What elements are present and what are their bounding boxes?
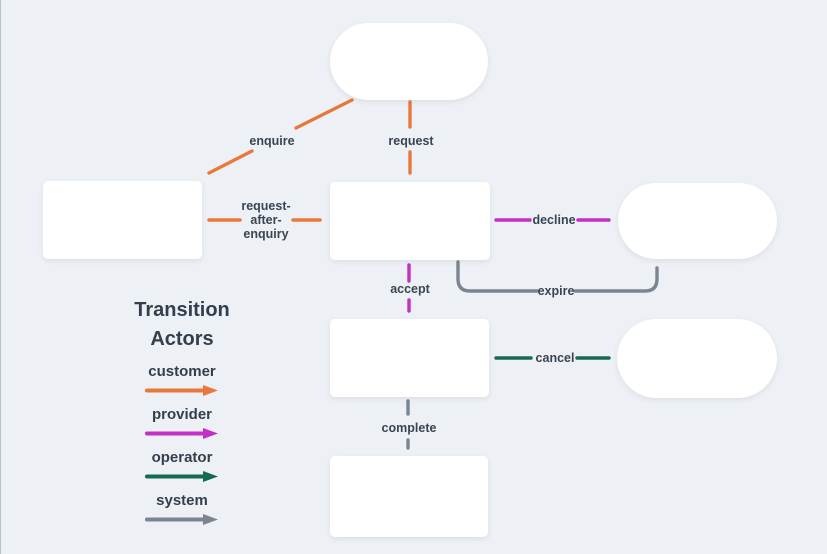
legend-item-operator: operator: [108, 449, 256, 483]
edge-expire-segment-a: [456, 260, 539, 293]
system-arrow-head: [203, 514, 218, 525]
legend-item-system: system: [108, 492, 256, 526]
legend-title-line-2: Actors: [150, 328, 214, 350]
legend: Transition Actors customer provider oper…: [108, 296, 256, 526]
edge-label-line-3: enquiry: [243, 227, 289, 241]
node-center-box: [330, 319, 489, 397]
edge-label-line-1: request-: [241, 199, 291, 213]
node-bottom-box: [330, 456, 488, 537]
edge-label-request: request: [388, 134, 434, 148]
edge-enquire: [207, 98, 354, 175]
node-middle-box: [330, 182, 490, 260]
operator-arrow-icon: [145, 471, 218, 482]
legend-item-customer: customer: [108, 363, 256, 397]
edge-label-enquire: enquire: [249, 134, 295, 148]
edge-label-line-2: after-: [250, 213, 282, 227]
legend-item-provider: provider: [108, 406, 256, 440]
legend-item-system-label: system: [156, 492, 208, 509]
customer-arrow-head: [203, 385, 218, 396]
edge-label-decline: decline: [532, 213, 576, 227]
customer-arrow-icon: [145, 385, 218, 396]
edge-label-expire: expire: [537, 284, 575, 298]
edge-enquire-segment-b: [207, 149, 254, 175]
provider-arrow-icon: [145, 428, 218, 439]
edge-label-accept: accept: [390, 282, 430, 296]
edge-label-request-after-enquiry: request- after- enquiry: [241, 199, 290, 241]
edge-enquire-segment-a: [294, 98, 354, 130]
legend-title-line-1: Transition: [134, 299, 230, 321]
legend-item-provider-label: provider: [151, 406, 212, 423]
edge-expire-segment-b: [573, 266, 659, 293]
operator-arrow-head: [203, 471, 218, 482]
legend-item-customer-label: customer: [148, 363, 216, 380]
legend-item-operator-label: operator: [151, 449, 213, 466]
node-top-pill: [330, 23, 488, 100]
edge-label-complete: complete: [381, 421, 437, 435]
edge-expire: [456, 260, 659, 293]
system-arrow-icon: [145, 514, 218, 525]
node-right-top-pill: [618, 183, 777, 259]
node-left-box: [43, 181, 202, 259]
provider-arrow-head: [203, 428, 218, 439]
node-right-bottom-pill: [617, 319, 777, 398]
edge-label-cancel: cancel: [535, 351, 575, 365]
